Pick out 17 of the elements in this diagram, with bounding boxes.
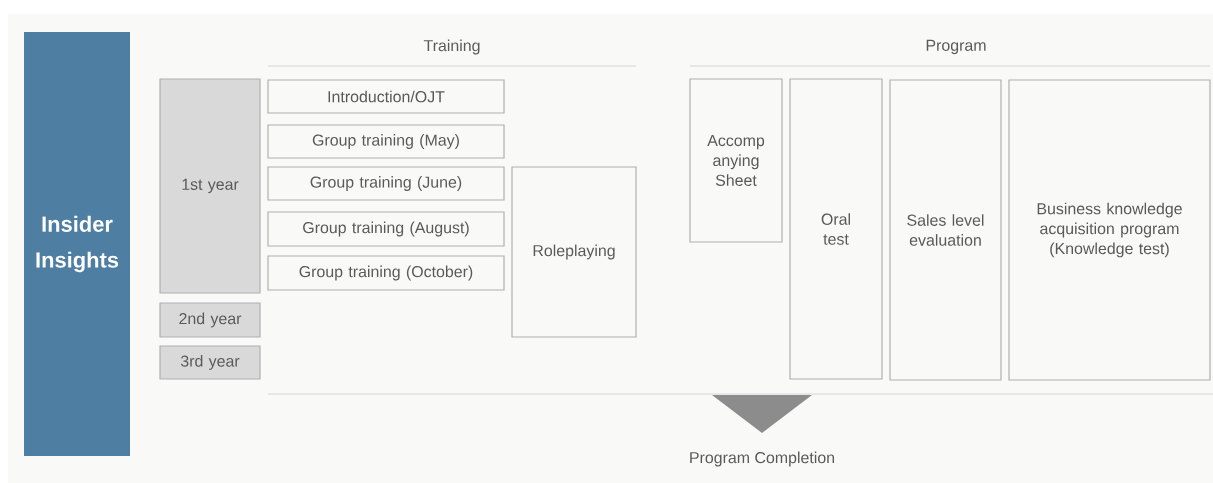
program-box: Sales level evaluation	[889, 79, 1002, 381]
training-box: Group training (May)	[267, 124, 505, 159]
heading: Training	[423, 39, 480, 55]
training-box: Group training (August)	[267, 211, 505, 247]
training-box: Group training (October)	[267, 255, 505, 291]
program-box: Accomp anying Sheet	[689, 78, 783, 243]
program-box: Oral test	[789, 78, 883, 380]
title-bar: Insider Insights	[24, 32, 130, 456]
heading: Program	[926, 39, 986, 55]
year-box: 2nd year	[159, 302, 261, 338]
completion-label: Program Completion	[690, 451, 834, 467]
roleplaying-box: Roleplaying	[511, 166, 637, 338]
year-box: 3rd year	[159, 345, 261, 380]
training-box: Introduction/OJT	[267, 79, 505, 114]
program-box: Business knowledge acquisition program (Knowledge test)	[1008, 79, 1211, 381]
year-box: 1st year	[159, 78, 261, 294]
training-box: Group training (June)	[267, 166, 505, 201]
